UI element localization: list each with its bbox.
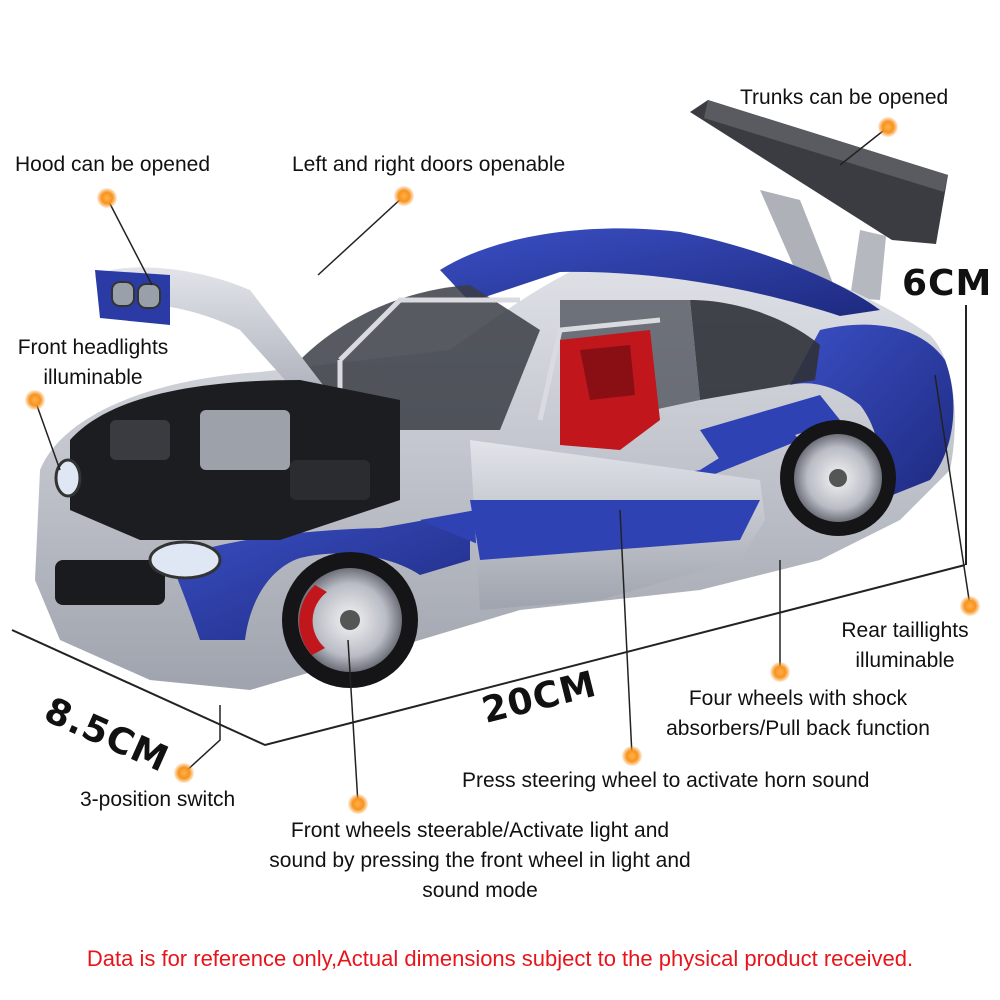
callout-wheels-line2: absorbers/Pull back function bbox=[666, 717, 930, 740]
callout-markers bbox=[25, 117, 980, 814]
callout-lines bbox=[34, 126, 971, 805]
marker-dot bbox=[770, 662, 790, 682]
marker-dot bbox=[878, 117, 898, 137]
marker-dot bbox=[960, 596, 980, 616]
callout-front-line1: Front wheels steerable/Activate light an… bbox=[290, 819, 670, 842]
callout-front-line2: sound by pressing the front wheel in lig… bbox=[269, 849, 691, 872]
marker-dot bbox=[174, 763, 194, 783]
callout-wheels-line1: Four wheels with shock bbox=[688, 687, 908, 710]
callout-taillights-line1: Rear taillights bbox=[841, 619, 969, 642]
callout-headlights: Front headlights illuminable bbox=[8, 333, 178, 393]
callout-wheels: Four wheels with shock absorbers/Pull ba… bbox=[640, 684, 956, 744]
marker-dot bbox=[394, 186, 414, 206]
callout-front-line3: sound mode bbox=[422, 879, 538, 902]
front-wheel bbox=[282, 552, 418, 688]
callout-taillights: Rear taillights illuminable bbox=[820, 616, 990, 676]
disclaimer: Data is for reference only,Actual dimens… bbox=[86, 946, 914, 971]
callout-horn: Press steering wheel to activate horn so… bbox=[462, 769, 870, 792]
callout-headlights-line1: Front headlights bbox=[17, 336, 169, 359]
callout-headlights-line2: illuminable bbox=[43, 366, 143, 389]
front-fascia bbox=[54, 458, 222, 605]
marker-dot bbox=[348, 794, 368, 814]
callout-front-wheels: Front wheels steerable/Activate light an… bbox=[230, 816, 730, 906]
callout-hood: Hood can be opened bbox=[15, 153, 210, 176]
callout-trunk: Trunks can be opened bbox=[740, 86, 949, 109]
marker-dot bbox=[622, 746, 642, 766]
marker-dot bbox=[97, 188, 117, 208]
marker-dot bbox=[25, 390, 45, 410]
callout-switch: 3-position switch bbox=[80, 788, 236, 811]
engine-bay bbox=[70, 380, 400, 540]
open-door bbox=[470, 440, 765, 610]
rear-wheel bbox=[780, 420, 896, 536]
callout-taillights-line2: illuminable bbox=[855, 649, 955, 672]
dimension-lines bbox=[11, 305, 967, 747]
callout-doors: Left and right doors openable bbox=[292, 153, 566, 176]
dimension-height: 6CM bbox=[902, 263, 993, 304]
